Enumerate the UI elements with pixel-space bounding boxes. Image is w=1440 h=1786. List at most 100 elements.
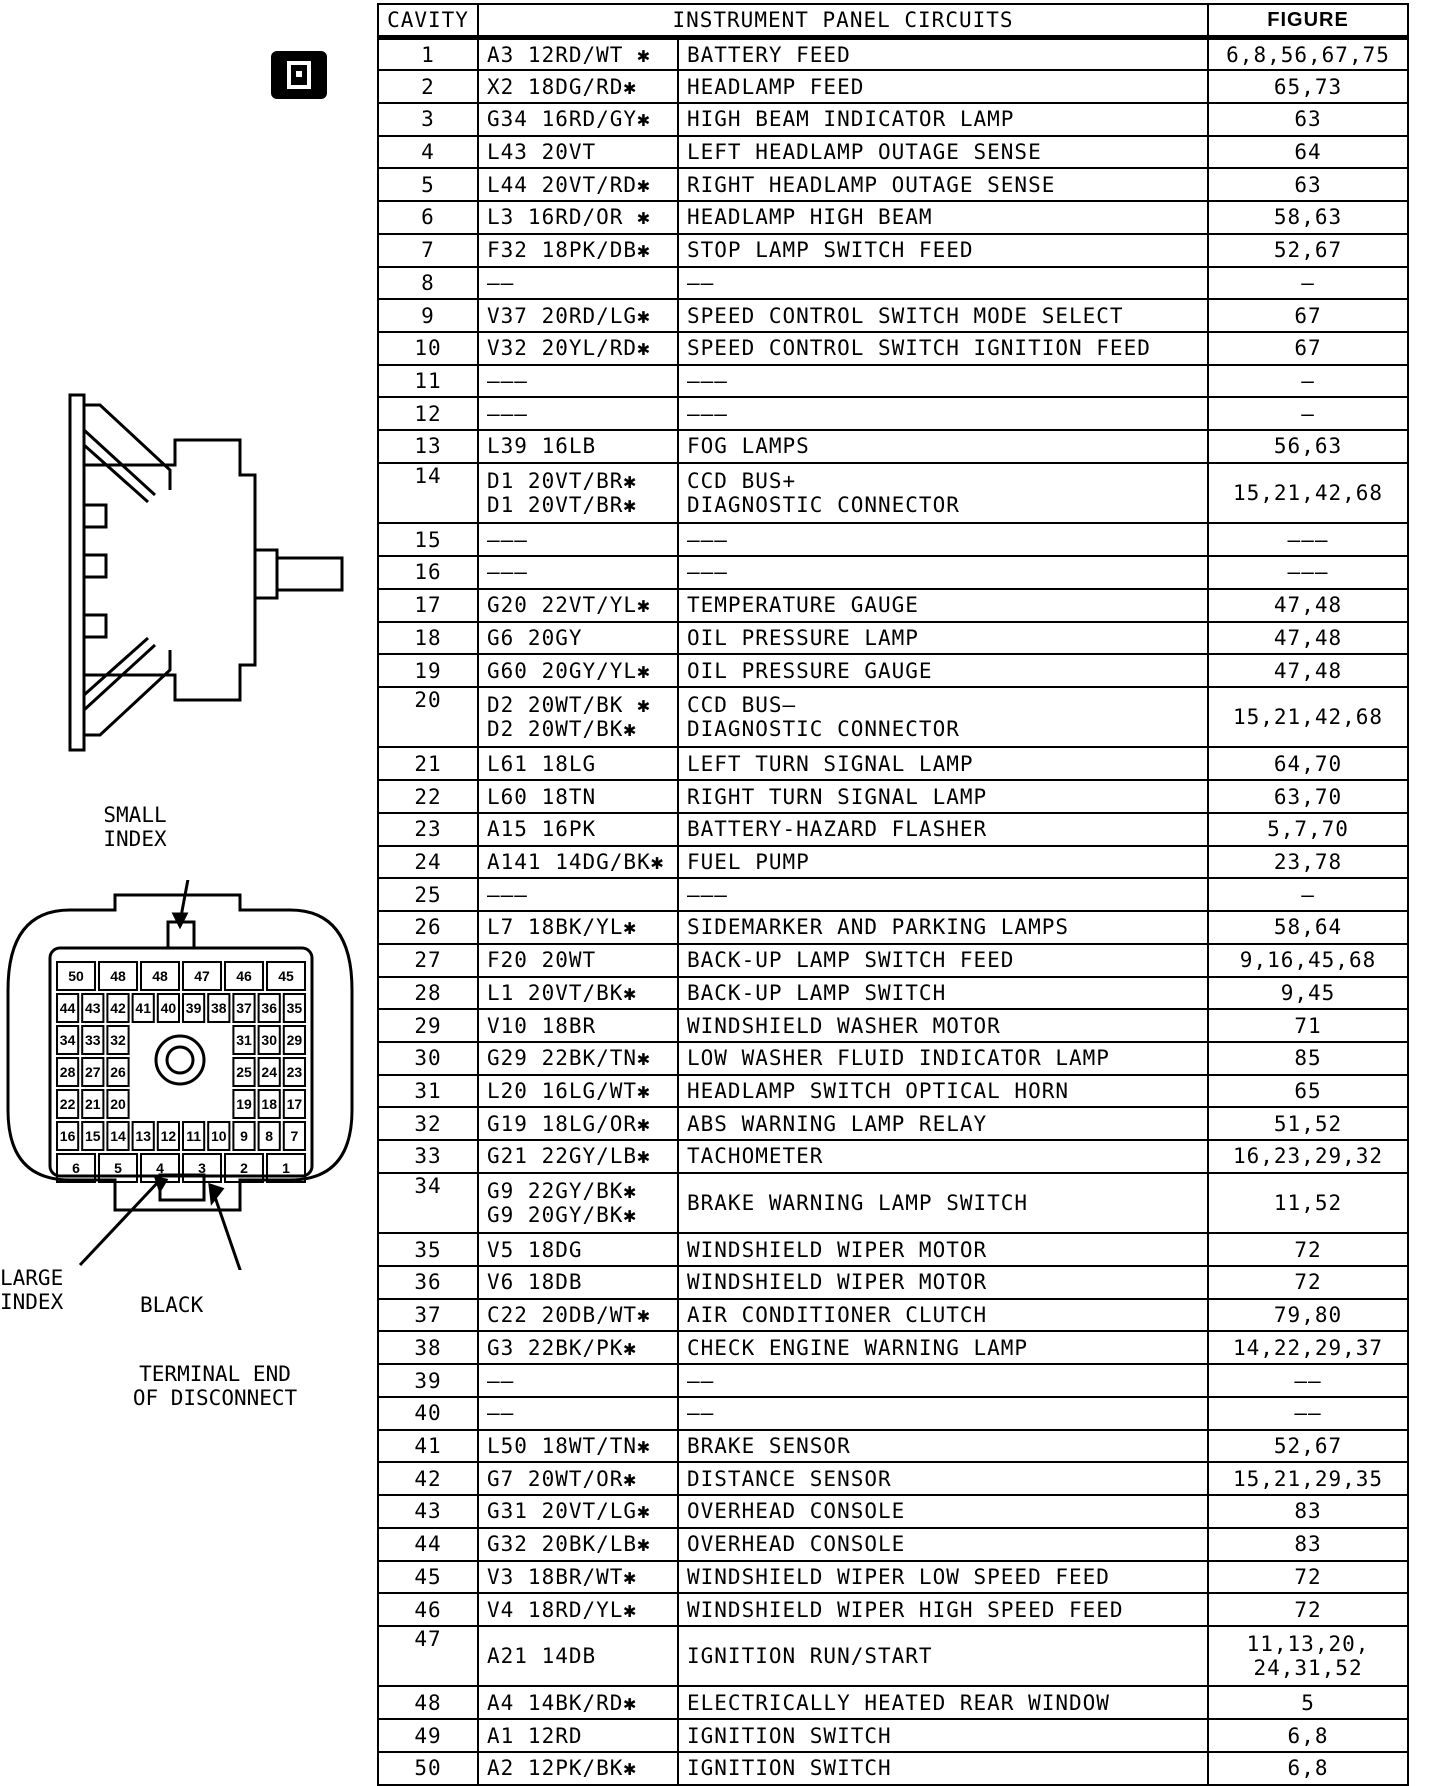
wire-cell: G60 20GY/YL✱ — [477, 653, 679, 688]
description-cell-line: WINDSHIELD WIPER MOTOR — [687, 1270, 988, 1295]
cavity-cell: 28 — [377, 975, 479, 1011]
side-view-latch-2 — [82, 553, 108, 579]
cavity-cell: 41 — [377, 1428, 479, 1464]
description-cell: BRAKE SENSOR — [676, 1428, 1210, 1464]
figure-cell: 52,67 — [1207, 232, 1410, 268]
wire-cell-line: —— — [487, 1368, 515, 1393]
description-cell-line: ——— — [687, 401, 728, 426]
figure-cell: 63,70 — [1207, 779, 1410, 814]
description-cell: CCD BUS—DIAGNOSTIC CONNECTOR — [676, 685, 1210, 749]
description-cell: DISTANCE SENSOR — [676, 1461, 1210, 1497]
cavity-number: 42 — [110, 1000, 126, 1016]
description-cell: —— — [676, 265, 1210, 301]
side-view-lower-rib-2 — [83, 636, 149, 697]
side-view-upper-rib-2 — [83, 443, 149, 504]
description-cell-line: CCD BUS+ — [687, 469, 797, 494]
cavity-number: 36 — [261, 1000, 277, 1016]
wire-cell-line: L3 16RD/OR ✱ — [487, 205, 651, 230]
wire-cell: V37 20RD/LG✱ — [477, 298, 679, 333]
wire-cell: L44 20VT/RD✱ — [477, 167, 679, 203]
cavity-box — [140, 1153, 180, 1183]
cavity-number: 41 — [135, 1000, 151, 1016]
description-cell: WINDSHIELD WIPER MOTOR — [676, 1265, 1210, 1300]
figure-cell-line: 11,13,20, — [1246, 1632, 1370, 1657]
cavity-number: 25 — [236, 1064, 252, 1080]
cavity-cell: 5 — [377, 167, 479, 203]
table-header-row: CAVITY INSTRUMENT PANEL CIRCUITS FIGURE — [377, 3, 1410, 39]
side-view-latch-1 — [82, 503, 108, 529]
cavity-box — [282, 1089, 306, 1119]
cavity-number: 14 — [110, 1128, 126, 1144]
black-arrowhead — [208, 1182, 225, 1206]
description-cell-line: BACK-UP LAMP SWITCH — [687, 980, 947, 1005]
small-index-arrowhead — [171, 912, 189, 930]
figure-cell: 23,78 — [1207, 844, 1410, 880]
cavity-box — [232, 993, 256, 1023]
cavity-box — [106, 1121, 130, 1151]
figure-cell-line: 79,80 — [1273, 1303, 1343, 1328]
side-view-flange — [68, 393, 86, 752]
cavity-number: 45 — [278, 968, 294, 984]
cavity-number: 9 — [240, 1128, 248, 1144]
cavity-cell: 2 — [377, 69, 479, 104]
description-cell: LOW WASHER FLUID INDICATOR LAMP — [676, 1040, 1210, 1076]
cavity-number: 19 — [236, 1096, 252, 1112]
connector-housing-outline — [6, 893, 354, 1212]
figure-cell-line: 52,67 — [1273, 238, 1343, 263]
cavity-cell: 40 — [377, 1395, 479, 1431]
description-cell: BACK-UP LAMP SWITCH FEED — [676, 942, 1210, 978]
wire-cell-line: L60 18TN — [487, 784, 597, 809]
figure-cell-line: 15,21,42,68 — [1232, 481, 1384, 506]
cavity-cell: 30 — [377, 1040, 479, 1076]
figure-cell-line: 24,31,52 — [1253, 1656, 1363, 1681]
cavity-number: 32 — [110, 1032, 126, 1048]
description-cell: RIGHT HEADLAMP OUTAGE SENSE — [676, 167, 1210, 203]
cavity-number: 4 — [156, 1160, 164, 1176]
description-cell: WINDSHIELD WIPER MOTOR — [676, 1232, 1210, 1268]
figure-cell: 67 — [1207, 330, 1410, 366]
wire-cell-line: G29 22BK/TN✱ — [487, 1046, 651, 1071]
cavity-box — [282, 1057, 306, 1087]
wire-cell: A2 12PK/BK✱ — [477, 1750, 679, 1786]
figure-cell: 63 — [1207, 167, 1410, 203]
side-view-shaft-collar — [253, 548, 279, 600]
description-cell-line: —— — [687, 1368, 715, 1393]
wire-cell: G32 20BK/LB✱ — [477, 1526, 679, 1562]
cavity-box — [182, 961, 222, 991]
cavity-cell: 17 — [377, 587, 479, 623]
wire-cell: G3 22BK/PK✱ — [477, 1330, 679, 1366]
cavity-cell: 15 — [377, 522, 479, 558]
figure-cell: 5,7,70 — [1207, 811, 1410, 847]
cavity-box — [232, 1057, 256, 1087]
cavity-cell: 22 — [377, 779, 479, 814]
cavity-cell: 45 — [377, 1559, 479, 1595]
cavity-box — [266, 1153, 306, 1183]
cavity-cell: 49 — [377, 1718, 479, 1753]
cavity-cell: 4 — [377, 134, 479, 170]
description-cell-line: —— — [687, 1401, 715, 1426]
wire-cell: A21 14DB — [477, 1624, 679, 1688]
wire-cell-line: D1 20VT/BR✱ — [487, 493, 638, 518]
wire-cell: C22 20DB/WT✱ — [477, 1297, 679, 1333]
figure-cell-line: 9,45 — [1280, 980, 1336, 1005]
wire-cell: ——— — [477, 363, 679, 399]
description-cell: BACK-UP LAMP SWITCH — [676, 975, 1210, 1011]
cavity-cell: 38 — [377, 1330, 479, 1366]
cavity-box — [98, 961, 138, 991]
table-row: 16————————— — [377, 555, 1410, 590]
wire-cell-line: X2 18DG/RD✱ — [487, 74, 638, 99]
cavity-number: 27 — [85, 1064, 101, 1080]
description-cell: ——— — [676, 522, 1210, 558]
cavity-cell: 27 — [377, 942, 479, 978]
description-cell-line: DIAGNOSTIC CONNECTOR — [687, 493, 960, 518]
description-cell: ELECTRICALLY HEATED REAR WINDOW — [676, 1685, 1210, 1721]
cavity-number: 10 — [211, 1128, 227, 1144]
description-cell: —— — [676, 1395, 1210, 1431]
